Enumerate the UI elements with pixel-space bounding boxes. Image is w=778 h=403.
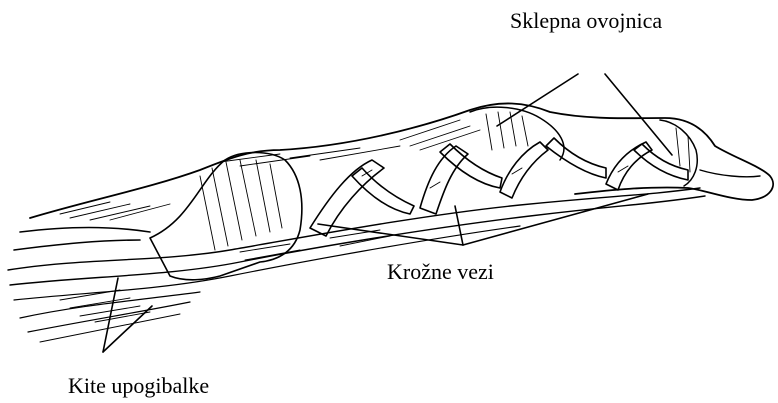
- finger-outline: [14, 103, 773, 250]
- cruciate-pulleys: [310, 138, 688, 236]
- flexor-tendons: [8, 188, 705, 342]
- label-joint-capsule: Sklepna ovojnica: [510, 10, 662, 32]
- leader-annular-1: [318, 224, 463, 245]
- label-annular-pulleys: Krožne vezi: [387, 261, 494, 283]
- leader-lines: [103, 74, 672, 352]
- leader-capsule-1: [497, 74, 578, 126]
- label-flexor-tendons: Kite upogibalke: [68, 375, 209, 397]
- leader-capsule-2: [605, 74, 672, 155]
- proximal-pulley: [150, 153, 302, 280]
